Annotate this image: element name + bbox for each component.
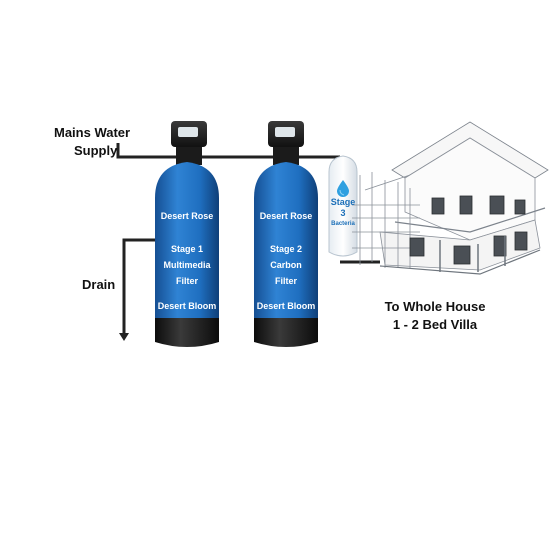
house-illustration [352, 121, 549, 275]
tank-stage-2 [254, 121, 318, 347]
tank-2-media-2: Filter [274, 276, 297, 286]
mains-supply-pipe [116, 143, 340, 159]
tank-base [155, 318, 219, 347]
water-drop-icon [337, 180, 349, 197]
stage-3-vessel [328, 155, 358, 257]
valve-neck [176, 147, 202, 165]
drain-label: Drain [82, 277, 116, 292]
tank-base [254, 318, 318, 347]
tank-body [254, 162, 318, 320]
tank-1-stage: Stage 1 [170, 244, 203, 254]
tank-1-media-2: Filter [175, 276, 198, 286]
mains-line-1: Mains Water [54, 125, 131, 140]
stage-3-line-1: Stage [330, 197, 356, 207]
mains-water-supply-label: Mains Water Supply [54, 124, 164, 160]
valve-neck [273, 147, 299, 165]
tank-2-stage: Stage 2 [269, 244, 302, 254]
tank-body [155, 162, 219, 320]
house-line-1: To Whole House [384, 299, 486, 314]
drain-arrow-icon [119, 333, 129, 341]
house-line-2: 1 - 2 Bed Villa [392, 317, 478, 332]
tank-1-media-1: Multimedia [163, 260, 211, 270]
valve-display [275, 127, 295, 137]
house-destination-label: To Whole House 1 - 2 Bed Villa [360, 298, 510, 334]
tank-2-media-1: Carbon [270, 260, 302, 270]
tank-2-brand-bottom: Desert Bloom [256, 301, 316, 311]
stage-3-line-3: Bacteria [331, 221, 355, 227]
mains-line-2: Supply [74, 143, 118, 158]
tank-1-brand-top: Desert Rose [160, 211, 214, 221]
tank-2-brand-top: Desert Rose [259, 211, 313, 221]
valve-display [178, 127, 198, 137]
tank-stage-1 [155, 121, 219, 347]
stage-3-line-2: 3 [340, 208, 346, 218]
tank-1-brand-bottom: Desert Bloom [157, 301, 217, 311]
